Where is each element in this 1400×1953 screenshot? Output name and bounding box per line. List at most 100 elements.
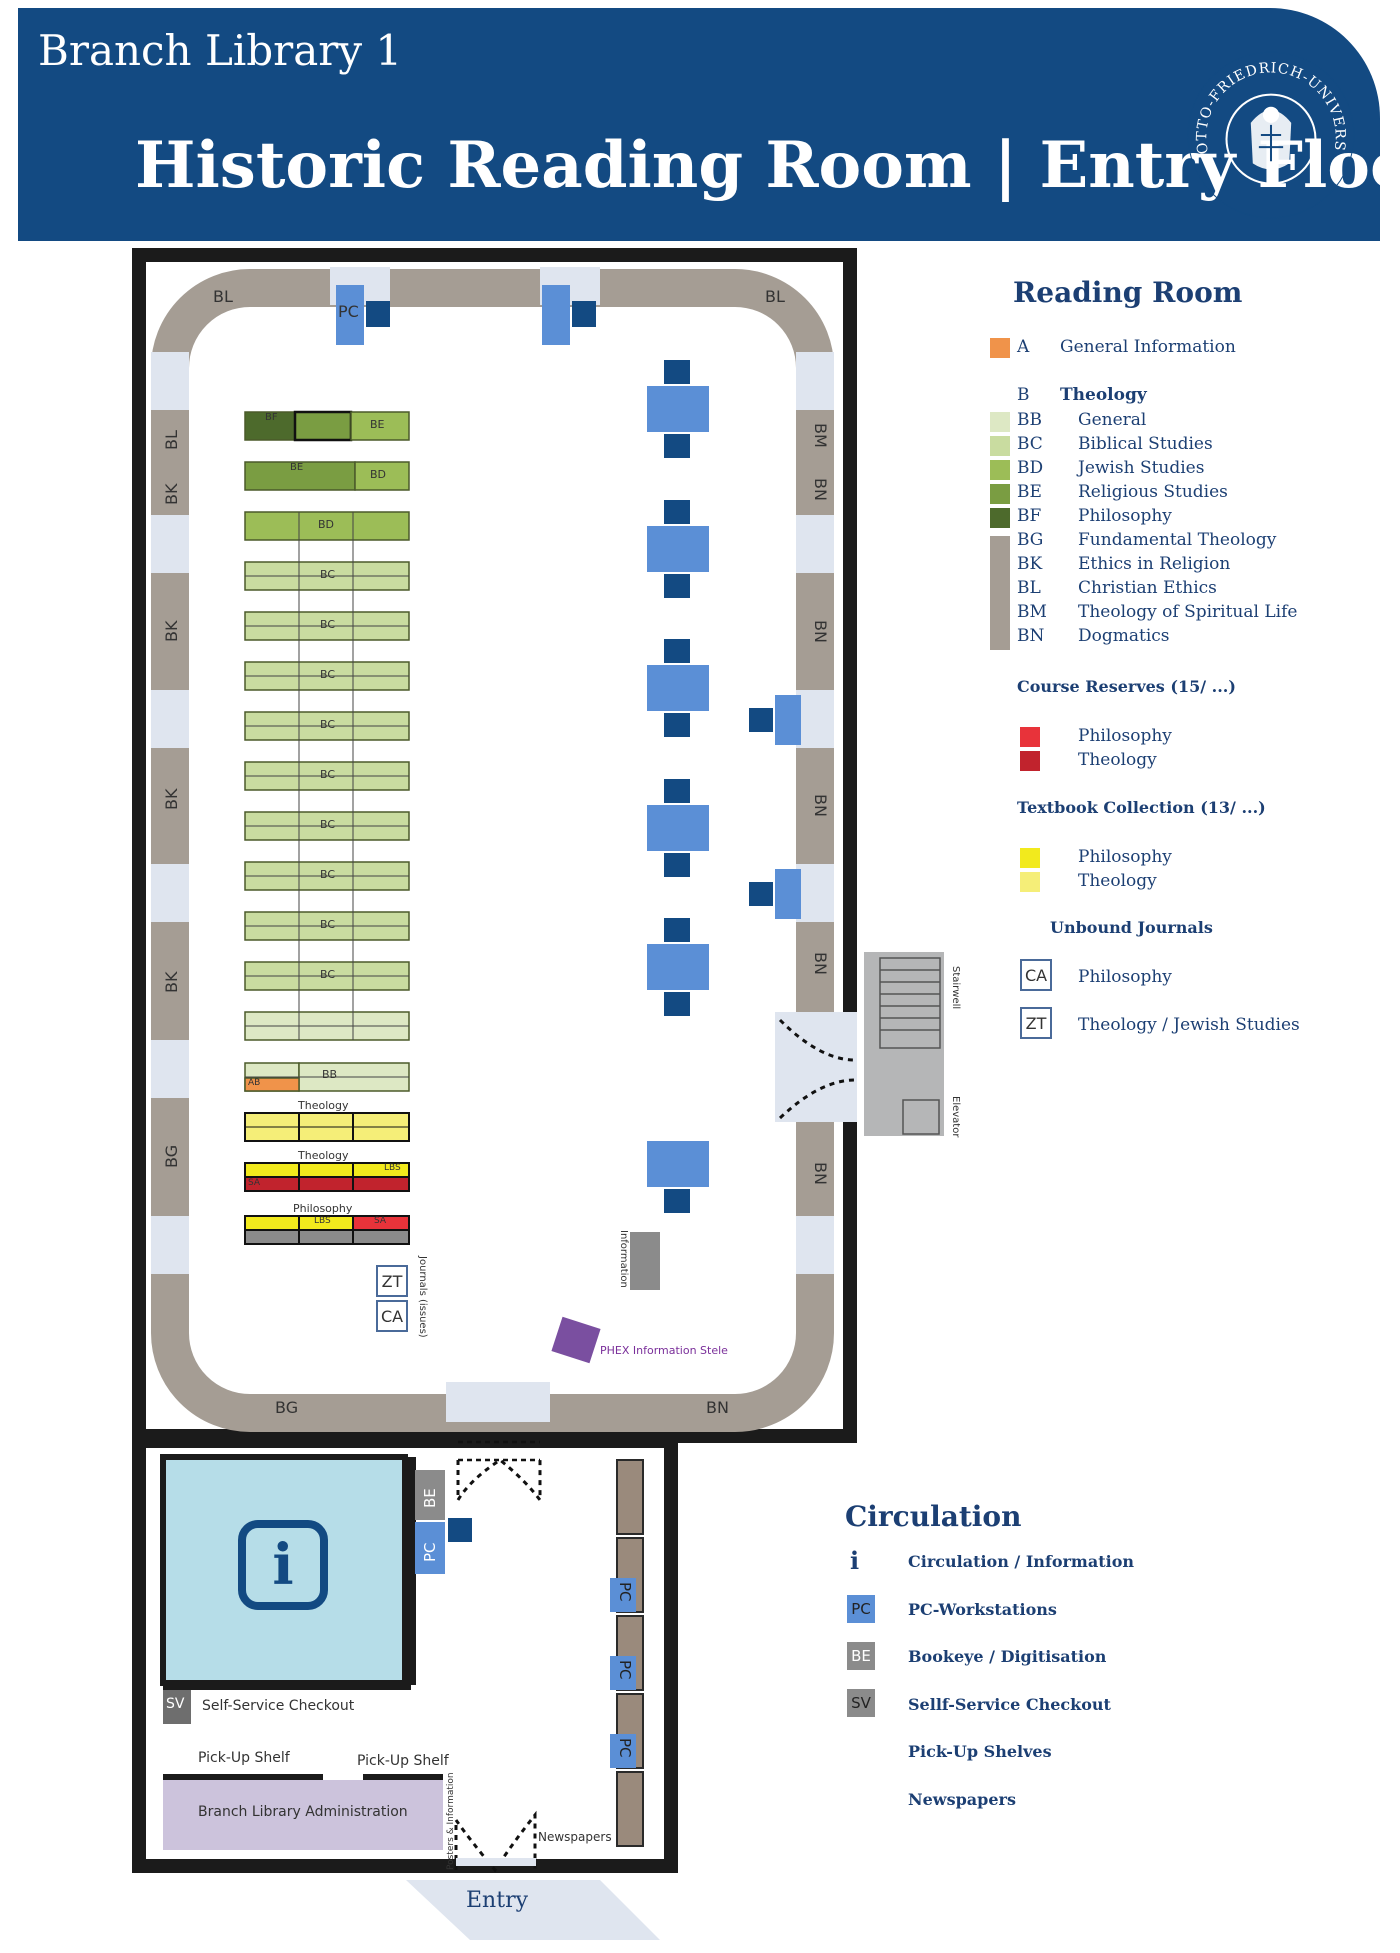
sv-label: SV	[166, 1696, 185, 1712]
legend-swatch	[1020, 872, 1040, 892]
pc-label: PC	[338, 302, 359, 321]
shelf-label: BC	[320, 668, 336, 681]
legend-label: Theology	[1078, 871, 1157, 891]
legend-label: Dogmatics	[1078, 626, 1170, 646]
wall-label-bl: BL	[213, 287, 233, 306]
legend-zt-box: ZT	[1020, 1007, 1052, 1039]
legend-label: Newspapers	[908, 1790, 1016, 1809]
shelf-label: BD	[370, 468, 387, 481]
legend-swatch	[1020, 848, 1040, 868]
legend-label: Theology of Spiritual Life	[1078, 602, 1298, 622]
stairwell-label: Stairwell	[950, 966, 961, 1010]
reading-tables	[647, 360, 709, 1213]
course-reserves-title: Course Reserves (15/ ...)	[1017, 677, 1236, 696]
administration-room	[163, 1780, 443, 1850]
legend-code: BB	[1017, 410, 1042, 430]
shelf-label: Theology	[298, 1099, 349, 1112]
wall-label-bn: BN	[811, 1162, 830, 1185]
newspaper-shelves	[616, 1459, 644, 1847]
shelf-label: BF	[265, 412, 278, 423]
legend-label: Theology	[1060, 385, 1147, 405]
legend-wall-swatch	[990, 536, 1010, 650]
shelf-dividers	[245, 512, 409, 1078]
shelf-label: BC	[320, 868, 336, 881]
legend-code: A	[1017, 337, 1030, 357]
pc-workstation	[775, 869, 801, 919]
shelf-label: BC	[320, 718, 336, 731]
legend-label: Philosophy	[1078, 967, 1172, 987]
wall-label-bk: BK	[162, 971, 181, 993]
pc-label: PC	[616, 1582, 634, 1602]
pc-workstation	[542, 285, 570, 345]
shelves	[244, 410, 410, 1092]
wall-label-bk: BK	[162, 788, 181, 810]
shelf-label: BC	[320, 618, 336, 631]
information-label: Information	[618, 1230, 629, 1288]
legend-code: BL	[1017, 578, 1041, 598]
bookeye-station	[415, 1470, 445, 1520]
page-title: Historic Reading Room | Entry Floor	[135, 128, 1400, 203]
bottom-doorway	[446, 1382, 550, 1422]
legend-label: Biblical Studies	[1078, 434, 1213, 454]
legend-label: Ethics in Religion	[1078, 554, 1231, 574]
legend-label: Religious Studies	[1078, 482, 1228, 502]
header-banner	[18, 8, 1380, 241]
legend-title: Reading Room	[1013, 276, 1243, 309]
legend-label: Philosophy	[1078, 506, 1172, 526]
legend-swatch	[990, 412, 1010, 432]
legend-label: Jewish Studies	[1078, 458, 1205, 478]
journals-zt: ZT	[376, 1265, 408, 1297]
shelf-label: SA	[248, 1178, 261, 1188]
legend-label: Philosophy	[1078, 847, 1172, 867]
bookeye-label: BE	[421, 1488, 439, 1508]
legend-code: BM	[1017, 602, 1047, 622]
wall-label-bn: BN	[811, 620, 830, 643]
legend-code: BK	[1017, 554, 1043, 574]
pc-workstation	[415, 1522, 445, 1574]
legend-label: Fundamental Theology	[1078, 530, 1277, 550]
info-icon: i	[238, 1520, 328, 1610]
legend-code: BN	[1017, 626, 1045, 646]
pc-workstation	[775, 695, 801, 745]
legend-code: BG	[1017, 530, 1044, 550]
legend-label: Theology / Jewish Studies	[1078, 1015, 1300, 1035]
pc-label: PC	[421, 1542, 439, 1562]
legend-swatch	[990, 338, 1010, 358]
journals-label: Journals (issues)	[417, 1256, 428, 1338]
legend-label: Bookeye / Digitisation	[908, 1647, 1107, 1666]
textbook-title: Textbook Collection (13/ ...)	[1017, 798, 1266, 817]
phex-label: PHEX Information Stele	[600, 1344, 728, 1357]
legend-label: PC-Workstations	[908, 1600, 1057, 1619]
legend-label: General Information	[1060, 337, 1236, 357]
wall-label-bn: BN	[811, 794, 830, 817]
elevator-label: Elevator	[950, 1096, 961, 1138]
pc-workstation	[336, 285, 364, 345]
wall-label-bn: BN	[811, 478, 830, 501]
wall-label-bk: BK	[162, 620, 181, 642]
info-icon: i	[850, 1546, 860, 1575]
wall-label-bg: BG	[162, 1144, 181, 1168]
textbook-shelves	[244, 1112, 410, 1245]
phex-stele	[551, 1316, 601, 1364]
self-service-label: Self-Service Checkout	[202, 1698, 355, 1714]
wall-label-bn: BN	[706, 1398, 729, 1417]
shelf-label: SA	[374, 1216, 387, 1226]
wall-label-bl: BL	[162, 430, 181, 450]
shelf-label: LBS	[314, 1216, 331, 1226]
legend-code: BC	[1017, 434, 1043, 454]
pickup-shelf-label: Pick-Up Shelf	[198, 1750, 290, 1766]
circulation-desk-area	[160, 1454, 408, 1686]
circulation-title: Circulation	[845, 1500, 1022, 1533]
entry-path	[406, 1880, 660, 1940]
shelf-label: BC	[320, 768, 336, 781]
shelf-label: LBS	[384, 1163, 401, 1173]
wall-label-bg: BG	[275, 1398, 299, 1417]
shelf-label: BC	[320, 968, 336, 981]
legend-label: Theology	[1078, 750, 1157, 770]
right-window-gaps	[796, 352, 834, 1274]
pickup-shelf-label: Pick-Up Shelf	[357, 1753, 449, 1769]
shelf-label: BC	[320, 918, 336, 931]
pc-label: PC	[616, 1660, 634, 1680]
legend-code: BD	[1017, 458, 1044, 478]
self-service-icon: SV	[847, 1689, 875, 1717]
